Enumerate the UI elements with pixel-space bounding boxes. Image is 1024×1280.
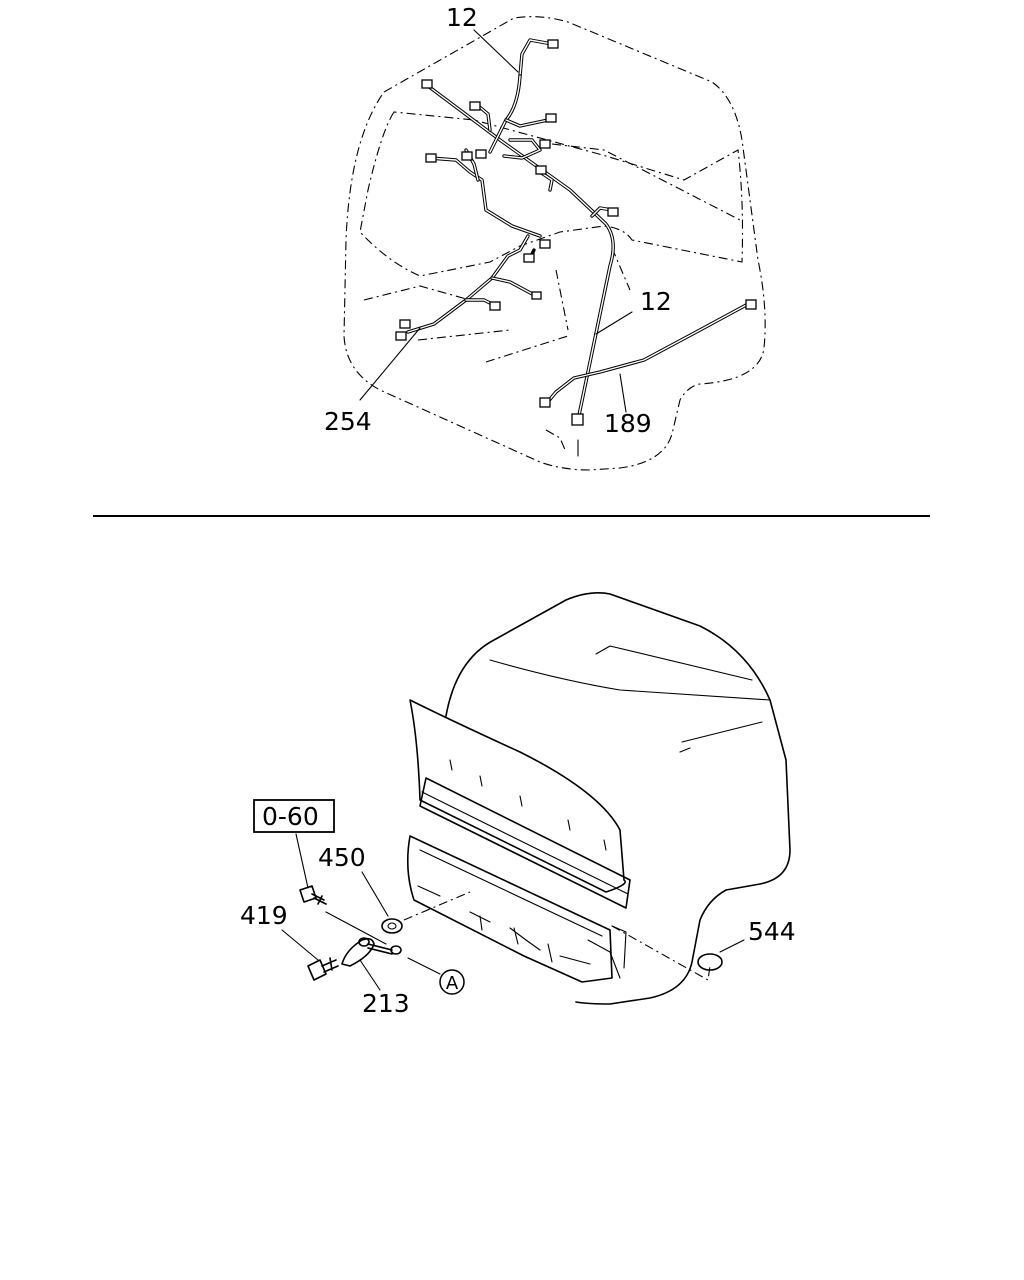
leader-line [361,871,389,917]
connector [523,253,535,263]
connector [421,79,433,89]
leader-line [295,833,309,889]
body-line [555,269,569,331]
leader-line [359,959,381,991]
connector [539,239,551,249]
leader-line [403,891,471,921]
connector [469,101,481,111]
connector [745,299,757,310]
callout-washer: 450 [318,843,366,872]
callout-harness-bottom: 189 [604,409,652,438]
connector [545,113,557,123]
panel-corner [587,939,621,979]
reference-box-label: 0-60 [262,802,319,831]
reference-box [253,799,335,833]
body-line [551,143,741,221]
callout-bolt: 419 [240,901,288,930]
connector [531,291,542,300]
panel-details [479,915,553,963]
body-line [489,659,771,701]
body-line [485,335,569,363]
connector [475,149,487,159]
cab-outline [343,16,766,471]
body-line [681,721,763,743]
panel-details [417,885,591,965]
bolt-icon [307,957,339,981]
leader-line [611,925,711,981]
cab-body [445,592,791,1005]
grille-rib [421,791,629,895]
leader-line [595,311,633,335]
connector [395,331,407,341]
leader-line [359,327,421,401]
callout-harness-top: 12 [446,3,478,32]
connector [539,139,551,149]
connector [399,319,411,329]
leader-line [281,929,319,961]
callout-harness-left: 254 [324,407,372,436]
panel-edge [419,849,603,937]
body-line [595,645,753,681]
leader-line [719,939,745,953]
connector [539,397,551,408]
body-line [417,329,511,341]
connector [461,151,473,161]
callout-harness-right: 12 [640,287,672,316]
callout-plug: 544 [748,917,796,946]
front-grille [419,777,631,909]
plug-icon [697,953,723,971]
windshield-panel [409,699,626,893]
washer-icon [381,918,403,934]
reference-circle [439,969,465,995]
windshield-outline [359,111,744,277]
leader-line [325,911,387,945]
wiring-harness [406,38,750,422]
leader-line [407,957,441,975]
connector [535,165,547,175]
leader-line [619,373,627,413]
lower-cab-view: 0-60 450 419 213 A [240,592,796,1018]
body-line [679,747,691,753]
body-line [363,285,471,301]
connector [571,413,584,426]
upper-cab-view: 12 12 254 189 [324,3,766,471]
body-line [545,429,567,453]
body-line [611,247,631,291]
grille-tabs [449,759,607,851]
callout-ground-wire: 213 [362,989,410,1018]
ground-wire-icon [341,937,402,967]
bolt-icon [299,885,327,905]
leader-line [473,29,519,73]
connector [607,207,619,217]
reference-circle-label: A [446,973,459,994]
connector [547,39,559,49]
connector [425,153,437,163]
harness-connectors [395,39,757,457]
front-lower-panel [406,835,613,983]
connector [489,301,501,311]
